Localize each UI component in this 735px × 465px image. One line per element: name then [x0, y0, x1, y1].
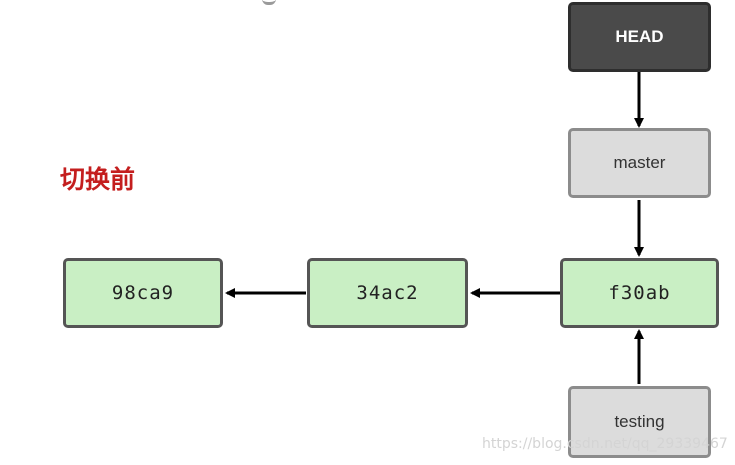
cropped-mark: [262, 0, 276, 5]
branch-testing: testing: [568, 386, 711, 458]
watermark: https://blog.csdn.net/qq_29339467: [482, 436, 728, 452]
head-pointer: HEAD: [568, 2, 711, 72]
caption-before-switch: 切换前: [60, 165, 136, 194]
commit-node-34ac2: 34ac2: [307, 258, 468, 328]
commit-node-f30ab: f30ab: [560, 258, 719, 328]
commit-node-98ca9: 98ca9: [63, 258, 223, 328]
branch-master: master: [568, 128, 711, 198]
